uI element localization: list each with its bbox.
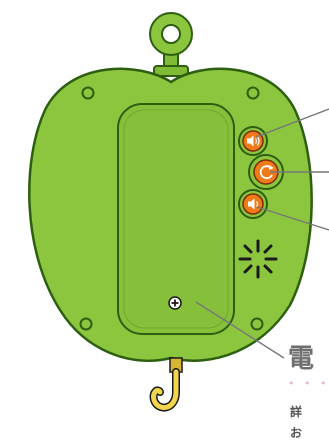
screw-bottom-right [252,319,263,330]
screw-bottom-left [81,319,92,330]
detail-text-line-2: お [290,424,302,441]
decorative-dots: • • • [288,377,329,390]
volume-high-button[interactable] [239,127,267,155]
screw-top-right [248,88,259,99]
detail-text-line-1: 詳 [290,403,302,420]
screw-top-left [83,88,94,99]
battery-cover-screw-icon[interactable] [169,297,181,309]
volume-low-button[interactable] [239,190,267,218]
bottom-hook [154,358,182,408]
section-heading: 電 [288,338,315,375]
hanging-ring [150,13,192,76]
